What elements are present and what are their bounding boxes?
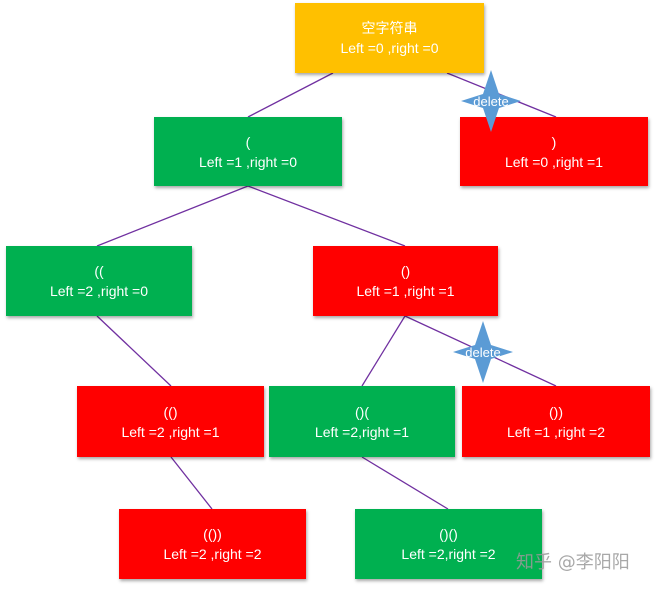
node-n6-sequence: ()( xyxy=(355,403,369,420)
node-open-close: () Left =1 ,right =1 xyxy=(313,246,498,316)
node-n5-counts: Left =2 ,right =1 xyxy=(121,423,220,440)
node-open-counts: Left =1 ,right =0 xyxy=(198,153,298,170)
node-close: ) Left =0 ,right =1 xyxy=(460,117,648,186)
node-open-sequence: ( xyxy=(245,133,251,150)
edge-n1-n4 xyxy=(247,185,406,247)
node-root: 空字符串 Left =0 ,right =0 xyxy=(295,3,484,73)
node-n8-counts: Left =2 ,right =2 xyxy=(163,546,262,562)
node-n6: ()( Left =2,right =1 xyxy=(269,386,455,457)
node-n8: (()) Left =2 ,right =2 xyxy=(119,509,306,579)
star-icon xyxy=(453,321,513,383)
node-open-close-sequence: () xyxy=(400,263,411,279)
node-n5-sequence: (() xyxy=(163,403,178,420)
node-n5: (() Left =2 ,right =1 xyxy=(77,386,264,457)
edge-n3-n5 xyxy=(96,315,172,387)
node-open-close-counts: Left =1 ,right =1 xyxy=(356,283,455,299)
delete-marker-top-label: delete xyxy=(473,93,509,109)
edge-n5-n8 xyxy=(170,456,213,510)
node-open: ( Left =1 ,right =0 xyxy=(154,117,342,186)
node-n9: ()() Left =2,right =2 xyxy=(355,509,542,579)
node-n9-sequence: ()() xyxy=(439,526,458,542)
edge-n1-n3 xyxy=(96,185,249,247)
delete-marker-bottom-label: delete xyxy=(465,344,501,360)
delete-marker-bottom: delete xyxy=(453,321,513,383)
edge-root-n1 xyxy=(247,72,334,118)
node-n6-counts: Left =2,right =1 xyxy=(314,423,410,440)
node-n8-sequence: (()) xyxy=(203,526,222,542)
node-close-counts: Left =0 ,right =1 xyxy=(504,153,604,170)
node-open-open: (( Left =2 ,right =0 xyxy=(6,246,192,316)
watermark: 知乎 @李阳阳 xyxy=(516,552,630,573)
node-n7-sequence: ()) xyxy=(549,403,563,420)
node-root-sequence: 空字符串 xyxy=(361,20,418,36)
delete-marker-top: delete xyxy=(461,70,521,132)
edge-n4-n6 xyxy=(361,315,406,387)
node-n7-counts: Left =1 ,right =2 xyxy=(506,423,606,440)
node-root-counts: Left =0 ,right =0 xyxy=(340,40,439,56)
node-close-sequence: ) xyxy=(551,133,557,150)
edge-n6-n9 xyxy=(361,456,449,510)
node-n9-counts: Left =2,right =2 xyxy=(401,546,496,562)
node-n7: ()) Left =1 ,right =2 xyxy=(462,386,650,457)
node-open-open-counts: Left =2 ,right =0 xyxy=(49,283,149,299)
node-open-open-sequence: (( xyxy=(94,263,104,279)
star-icon xyxy=(461,70,521,132)
